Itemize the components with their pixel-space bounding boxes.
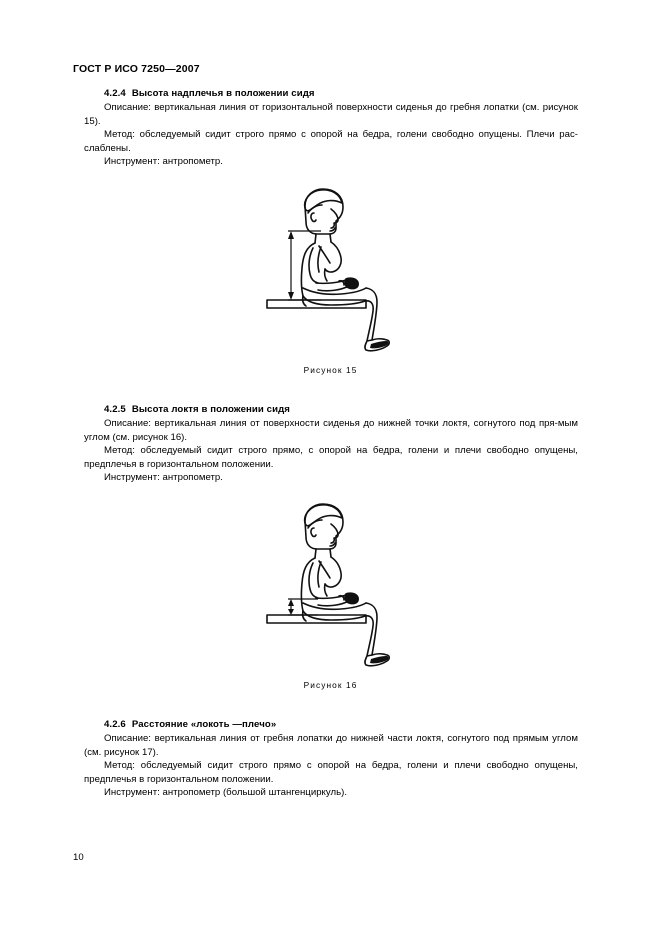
section-4-2-4-instrument: Инструмент: антропометр. [104,156,223,168]
figure-16-illustration [265,503,390,667]
section-4-2-4-number: 4.2.4 [104,88,126,99]
section-4-2-6-number: 4.2.6 [104,719,126,730]
section-4-2-5: 4.2.5 Высота локтя в положении сидя Описа… [84,404,578,485]
section-4-2-6-title: Расстояние «локоть —плечо» [131,719,277,730]
document-header: ГОСТ Р ИСО 7250—2007 [73,63,200,75]
section-4-2-4-method: Метод: обследуемый сидит строго прямо с … [84,129,578,154]
section-4-2-6-description: Описание: вертикальная линия от гребня л… [84,733,578,758]
section-4-2-4: 4.2.4 Высота надплечья в положении сидя О… [84,88,578,169]
section-4-2-5-instrument: Инструмент: антропометр. [104,472,223,484]
section-4-2-5-number: 4.2.5 [104,404,126,415]
section-4-2-5-title: Высота локтя в положении сидя [131,404,290,415]
section-4-2-6-heading: 4.2.6 Расстояние «локоть —плечо» [84,719,578,730]
figure-16: Рисунок 16 [0,499,661,690]
section-4-2-4-heading: 4.2.4 Высота надплечья в положении сидя [84,88,578,99]
figure-15-caption: Рисунок 15 [303,365,358,375]
section-4-2-5-description: Описание: вертикальная линия от поверхно… [84,418,578,443]
section-4-2-4-description: Описание: вертикальная линия от горизонт… [84,102,578,127]
figure-16-caption: Рисунок 16 [303,680,358,690]
figure-15: Рисунок 15 [0,184,661,375]
section-4-2-6-method: Метод: обследуемый сидит строго прямо с … [84,760,578,785]
section-4-2-6-instrument: Инструмент: антропометр (большой штанген… [104,787,348,799]
section-4-2-5-heading: 4.2.5 Высота локтя в положении сидя [84,404,578,415]
page-number: 10 [73,852,84,863]
section-4-2-5-method: Метод: обследуемый сидит строго прямо, с… [84,445,578,470]
section-4-2-4-title: Высота надплечья в положении сидя [131,88,315,99]
figure-15-illustration [265,188,390,352]
section-4-2-6: 4.2.6 Расстояние «локоть —плечо» Описание… [84,719,578,800]
